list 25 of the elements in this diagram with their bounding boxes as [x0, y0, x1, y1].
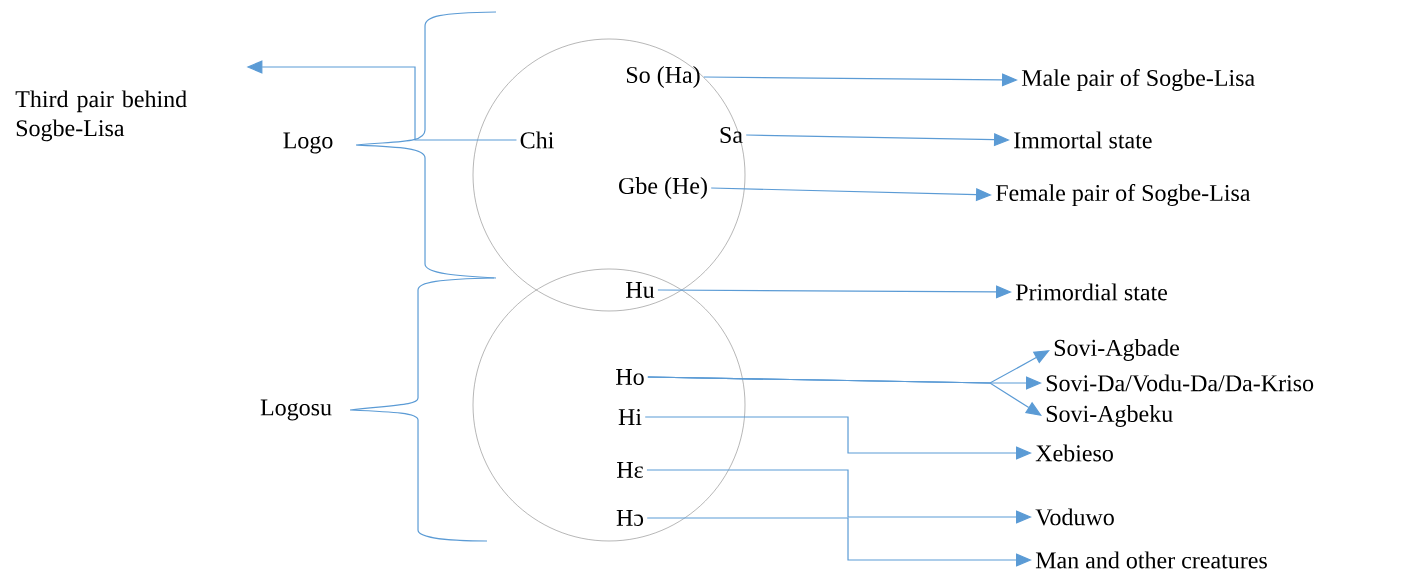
- description-text: Sovi-Da/Vodu-Da/Da-Kriso: [1046, 374, 1314, 392]
- term-text: Hu: [626, 282, 655, 298]
- description-text: Sovi-Agbeku: [1046, 405, 1173, 427]
- term-text: Sa: [720, 126, 743, 144]
- description-text: Voduwo: [1035, 508, 1114, 526]
- description-text: Xebieso: [1035, 444, 1113, 462]
- term-text: Ho: [616, 369, 644, 385]
- description-text: Sovi-Agbade: [1054, 339, 1179, 361]
- term-text: Hi: [618, 409, 642, 425]
- term-text: Hɔ: [616, 510, 644, 526]
- description-text: Immortal state: [1014, 131, 1152, 149]
- description-text: Female pair of Sogbe-Lisa: [995, 183, 1251, 207]
- term-text: Gbe (He): [619, 177, 707, 199]
- description-text: Male pair of Sogbe-Lisa: [1021, 68, 1255, 92]
- term-text: Hε: [617, 462, 643, 478]
- arrow: [647, 376, 1042, 416]
- circle: [472, 268, 746, 542]
- term-text: So (Ha): [626, 66, 700, 88]
- brace-label: Logo: [283, 132, 333, 154]
- brace-label: Logosu: [260, 399, 332, 421]
- description-text: Third pair behind Sogbe-Lisa: [15, 90, 187, 142]
- description-text: Man and other creatures: [1035, 551, 1267, 569]
- circle: [472, 38, 746, 312]
- description-text: Primordial state: [1015, 283, 1168, 301]
- term-text: Chi: [520, 131, 554, 149]
